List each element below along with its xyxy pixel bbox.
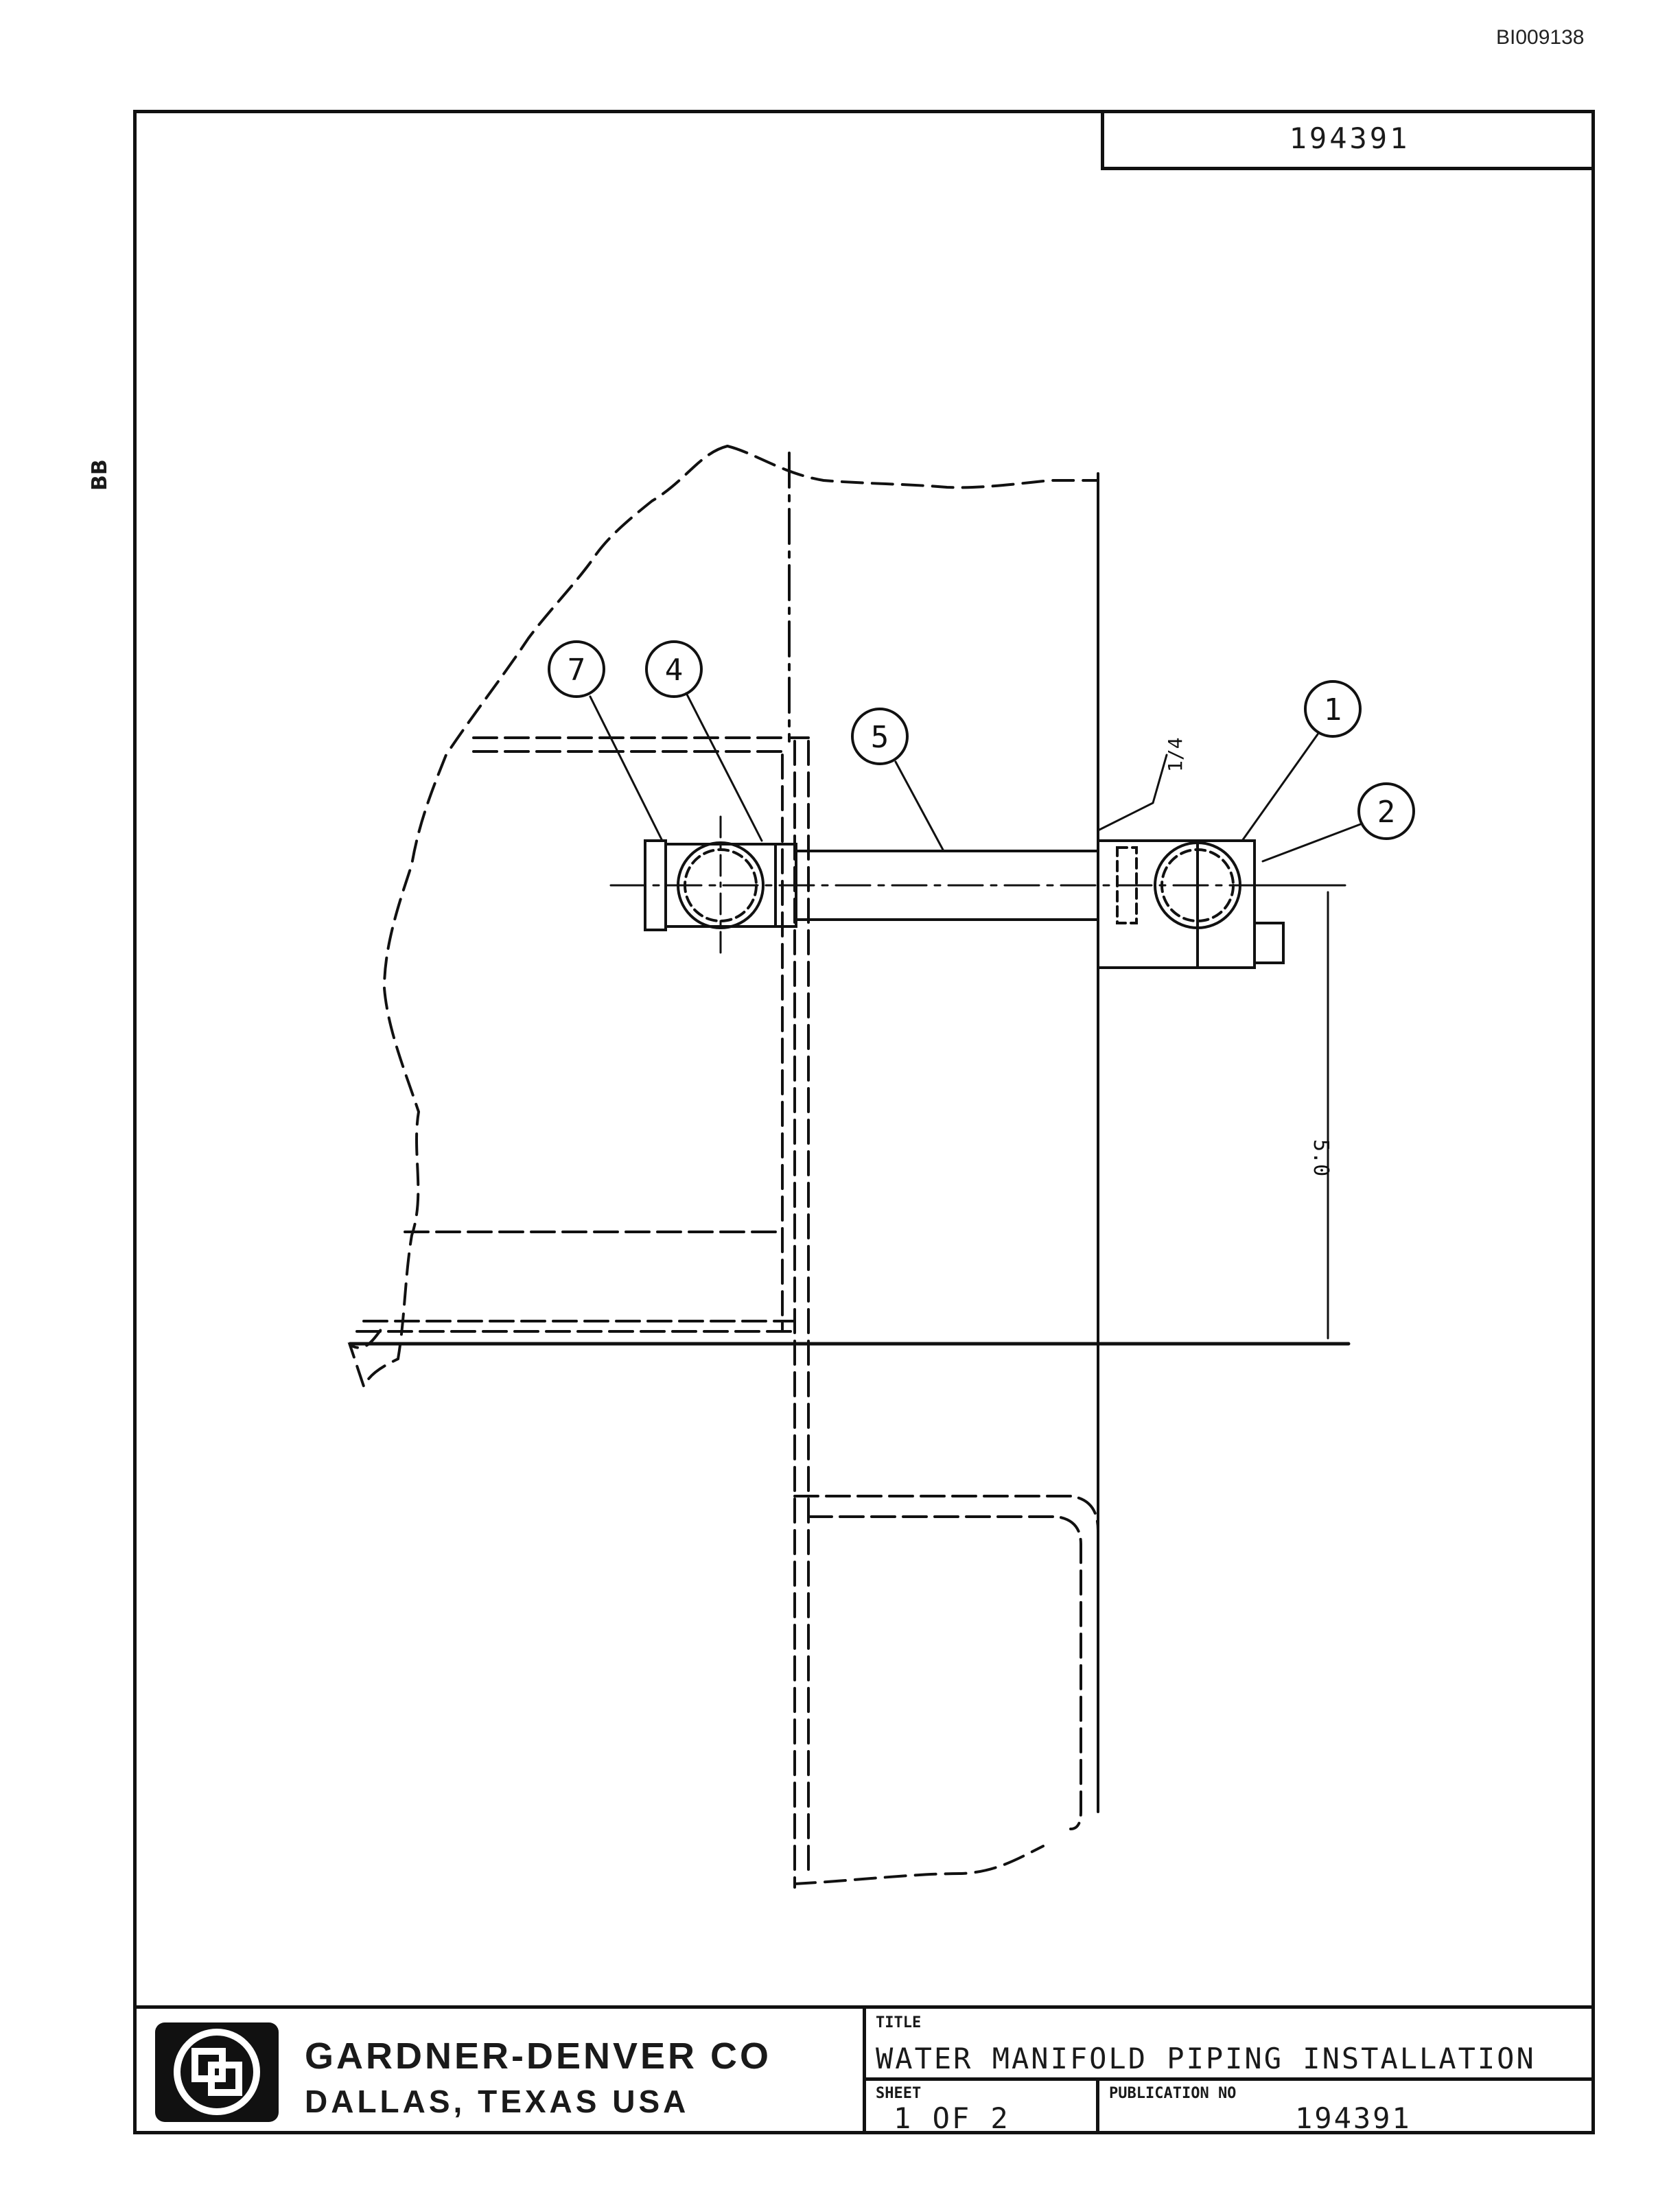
gardner-denver-logo	[155, 2022, 279, 2122]
drawing-number-box: 194391	[1101, 110, 1595, 170]
break-outline	[347, 445, 729, 1390]
sheet-label: SHEET	[876, 2085, 922, 2102]
drawing-number: 194391	[1289, 121, 1410, 155]
company-cell: GARDNER-DENVER CO DALLAS, TEXAS USA	[133, 2009, 866, 2134]
sheet-cell: SHEET 1 OF 2	[866, 2081, 1099, 2135]
sheet-number: 1 OF 2	[894, 2101, 1010, 2135]
callout-2: 2	[1377, 795, 1396, 830]
publication-cell: PUBLICATION NO 194391	[1099, 2081, 1595, 2135]
title-cell: TITLE WATER MANIFOLD PIPING INSTALLATION	[866, 2009, 1595, 2081]
publication-number: 194391	[1295, 2101, 1412, 2135]
weld-size-label: 1/4	[1164, 737, 1187, 772]
title-label: TITLE	[876, 2014, 922, 2031]
company-location: DALLAS, TEXAS USA	[305, 2084, 690, 2119]
callout-7: 7	[568, 653, 586, 688]
publication-label: PUBLICATION NO	[1109, 2085, 1237, 2102]
callout-1: 1	[1324, 692, 1342, 727]
drawing-title: WATER MANIFOLD PIPING INSTALLATION	[876, 2042, 1536, 2075]
dimension-label: 5.0	[1309, 1139, 1333, 1176]
document-id: BI009138	[1496, 26, 1585, 49]
callout-4: 4	[665, 653, 684, 688]
company-name: GARDNER-DENVER CO	[305, 2036, 772, 2077]
callout-5: 5	[871, 720, 889, 755]
title-block: GARDNER-DENVER CO DALLAS, TEXAS USA TITL…	[133, 2005, 1595, 2135]
